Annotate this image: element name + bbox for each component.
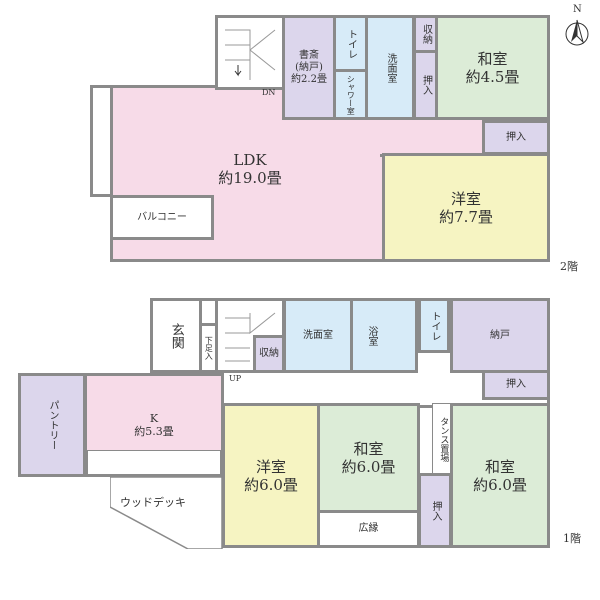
stairs-2f <box>215 15 285 90</box>
room-hiroen: 広縁 <box>317 510 420 548</box>
room-balcony: バルコニー <box>110 195 214 240</box>
room-study: 書斎 (納戸) 約2.2畳 <box>282 15 336 120</box>
room-deck-label: ウッドデッキ <box>120 496 186 509</box>
room-storage-1f: 収納 <box>253 335 285 373</box>
room-youshitsu-7-7: 洋室 約7.7畳 <box>382 153 550 262</box>
north-label: N <box>573 4 582 15</box>
room-washitsu-6-0-a: 和室 約6.0畳 <box>317 403 420 513</box>
room-closet-1f-1: 押入 <box>482 370 550 400</box>
room-entrance: 玄関 <box>150 298 202 373</box>
room-youshitsu-6-0: 洋室 約6.0畳 <box>222 403 320 548</box>
stairs-up-label: UP <box>229 374 242 383</box>
kitchen-counter-1f <box>87 450 221 475</box>
floor2-label: 2階 <box>560 260 578 273</box>
room-nando: 納戸 <box>450 298 550 373</box>
room-toilet-1f: トイレ <box>418 298 450 353</box>
room-shower: シャワー室 <box>333 69 368 120</box>
room-washitsu-6-0-b: 和室 約6.0畳 <box>450 403 550 548</box>
room-bath: 浴室 <box>350 298 418 373</box>
room-washroom-1f: 洗面室 <box>283 298 353 373</box>
room-closet-2f-2: 押入 <box>482 120 550 155</box>
room-pantry: パントリー <box>18 373 86 477</box>
wood-deck: ウッドデッキ <box>109 476 224 550</box>
room-washitsu-4-5: 和室 約4.5畳 <box>435 15 550 120</box>
floor1-label: 1階 <box>563 532 581 545</box>
north-arrow-icon: N <box>562 4 592 48</box>
stairs-dn-label: DN <box>262 88 276 97</box>
ldk-hall <box>380 115 485 157</box>
room-toilet-2f: トイレ <box>333 15 368 72</box>
room-washroom-2f: 洗面室 <box>365 15 415 120</box>
room-closet-1f-2: 押入 <box>418 473 452 548</box>
